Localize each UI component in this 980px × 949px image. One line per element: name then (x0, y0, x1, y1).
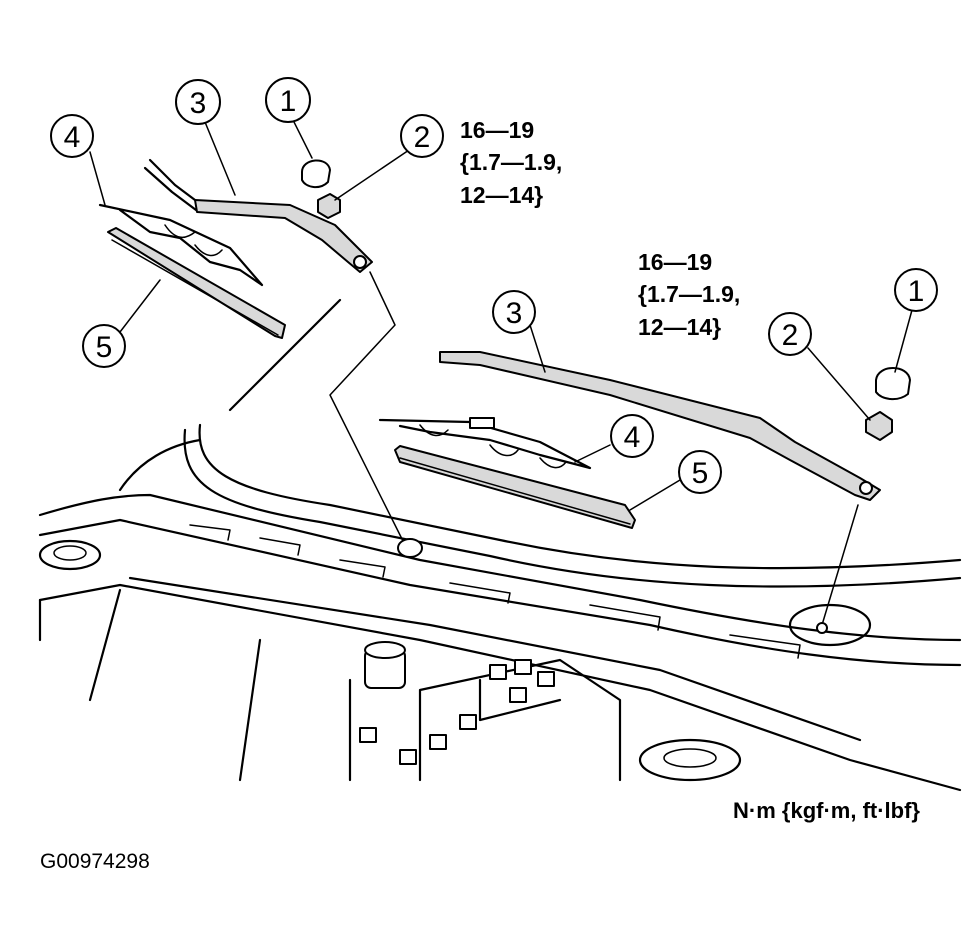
callout-right-4: 4 (610, 414, 654, 458)
relay-blocks (359, 659, 555, 765)
cowl-top (38, 493, 962, 642)
callout-right-5: 5 (678, 450, 722, 494)
callout-left-4: 4 (50, 114, 94, 158)
left-strut-mount (38, 539, 102, 571)
callout-right-3: 3 (492, 290, 536, 334)
vent-slot (729, 634, 801, 659)
torque-left-line1: 16—19 (460, 117, 534, 143)
callout-left-1: 1 (265, 77, 311, 123)
right-wiper-arm (439, 351, 881, 501)
vent-slot (339, 559, 386, 578)
callout-left-1-label: 1 (280, 85, 297, 118)
hood-edge-inner (183, 428, 962, 588)
left-pivot-nut (317, 193, 341, 219)
left-arm-pivot-hole (353, 255, 367, 269)
left-blade-rubber (107, 227, 286, 339)
torque-left-line3: 12—14} (460, 182, 543, 208)
left-blade-edge (111, 239, 279, 336)
callout-left-3-label: 3 (190, 87, 207, 120)
right-pivot-cap (875, 367, 911, 400)
vent-slot (189, 524, 231, 541)
left-pivot-shaft (397, 538, 423, 558)
right-blade-frame (378, 418, 592, 470)
right-pivot-nut (865, 411, 893, 441)
reservoir-cap-top (364, 641, 406, 659)
right-pivot-shaft (816, 622, 828, 634)
torque-right-line2: {1.7—1.9, (638, 281, 740, 307)
callout-right-3-label: 3 (506, 297, 523, 330)
left-arm-tip (148, 158, 197, 202)
callout-right-4-label: 4 (624, 421, 641, 454)
torque-left-line2: {1.7—1.9, (460, 149, 562, 175)
left-strut-mount-inner (53, 545, 87, 561)
callout-right-5-label: 5 (692, 457, 709, 490)
callout-left-3: 3 (175, 79, 221, 125)
right-strut-mount-inner (663, 748, 717, 768)
torque-spec-right: 16—19 {1.7—1.9, 12—14} (638, 249, 740, 340)
callout-right-1: 1 (894, 268, 938, 312)
fender-line (118, 438, 202, 492)
callout-right-1-label: 1 (908, 275, 925, 308)
torque-spec-left: 16—19 {1.7—1.9, 12—14} (460, 117, 562, 208)
right-blade-connector (469, 417, 495, 429)
figure-id: G00974298 (40, 850, 150, 873)
left-blade-clips (164, 224, 223, 257)
windshield-edge (228, 298, 342, 412)
right-blade-edge (399, 457, 631, 525)
left-blade-frame (98, 203, 264, 287)
callout-left-5-label: 5 (96, 331, 113, 364)
vent-slot (259, 537, 301, 556)
cowl-front (38, 518, 962, 667)
callout-right-2-label: 2 (782, 319, 799, 352)
right-wiper-assembly (378, 351, 911, 634)
right-strut-mount (638, 738, 742, 782)
callout-left-2: 2 (400, 114, 444, 158)
callout-right-2: 2 (768, 312, 812, 356)
left-callouts: 1 2 3 4 5 (50, 77, 444, 368)
torque-right-line1: 16—19 (638, 249, 712, 275)
right-blade-clips (419, 424, 567, 469)
right-assembly-guide (821, 504, 859, 626)
right-wiper-pivot-mount (788, 603, 872, 647)
callout-left-4-label: 4 (64, 121, 81, 154)
vehicle-cowl-body (38, 298, 962, 792)
left-wiper-arm (194, 199, 373, 273)
leader-lines (89, 117, 913, 511)
vent-slot (589, 604, 661, 631)
left-pivot-cap (301, 159, 331, 188)
right-callouts: 1 2 3 4 5 (492, 268, 938, 494)
cowl-lower (38, 583, 962, 792)
callout-left-5: 5 (82, 324, 126, 368)
torque-right-line3: 12—14} (638, 314, 721, 340)
hood-edge (198, 423, 962, 570)
right-arm-pivot-hole (859, 481, 873, 495)
left-assembly-guide (329, 271, 406, 546)
left-arm-tip-2 (143, 166, 198, 212)
left-wiper-assembly (98, 158, 423, 558)
units-legend: N·m {kgf·m, ft·lbf} (733, 798, 920, 823)
cowl-lower-2 (128, 576, 862, 742)
vent-slot (449, 582, 511, 604)
callout-left-2-label: 2 (414, 121, 431, 154)
engine-bay-frame (38, 588, 352, 782)
